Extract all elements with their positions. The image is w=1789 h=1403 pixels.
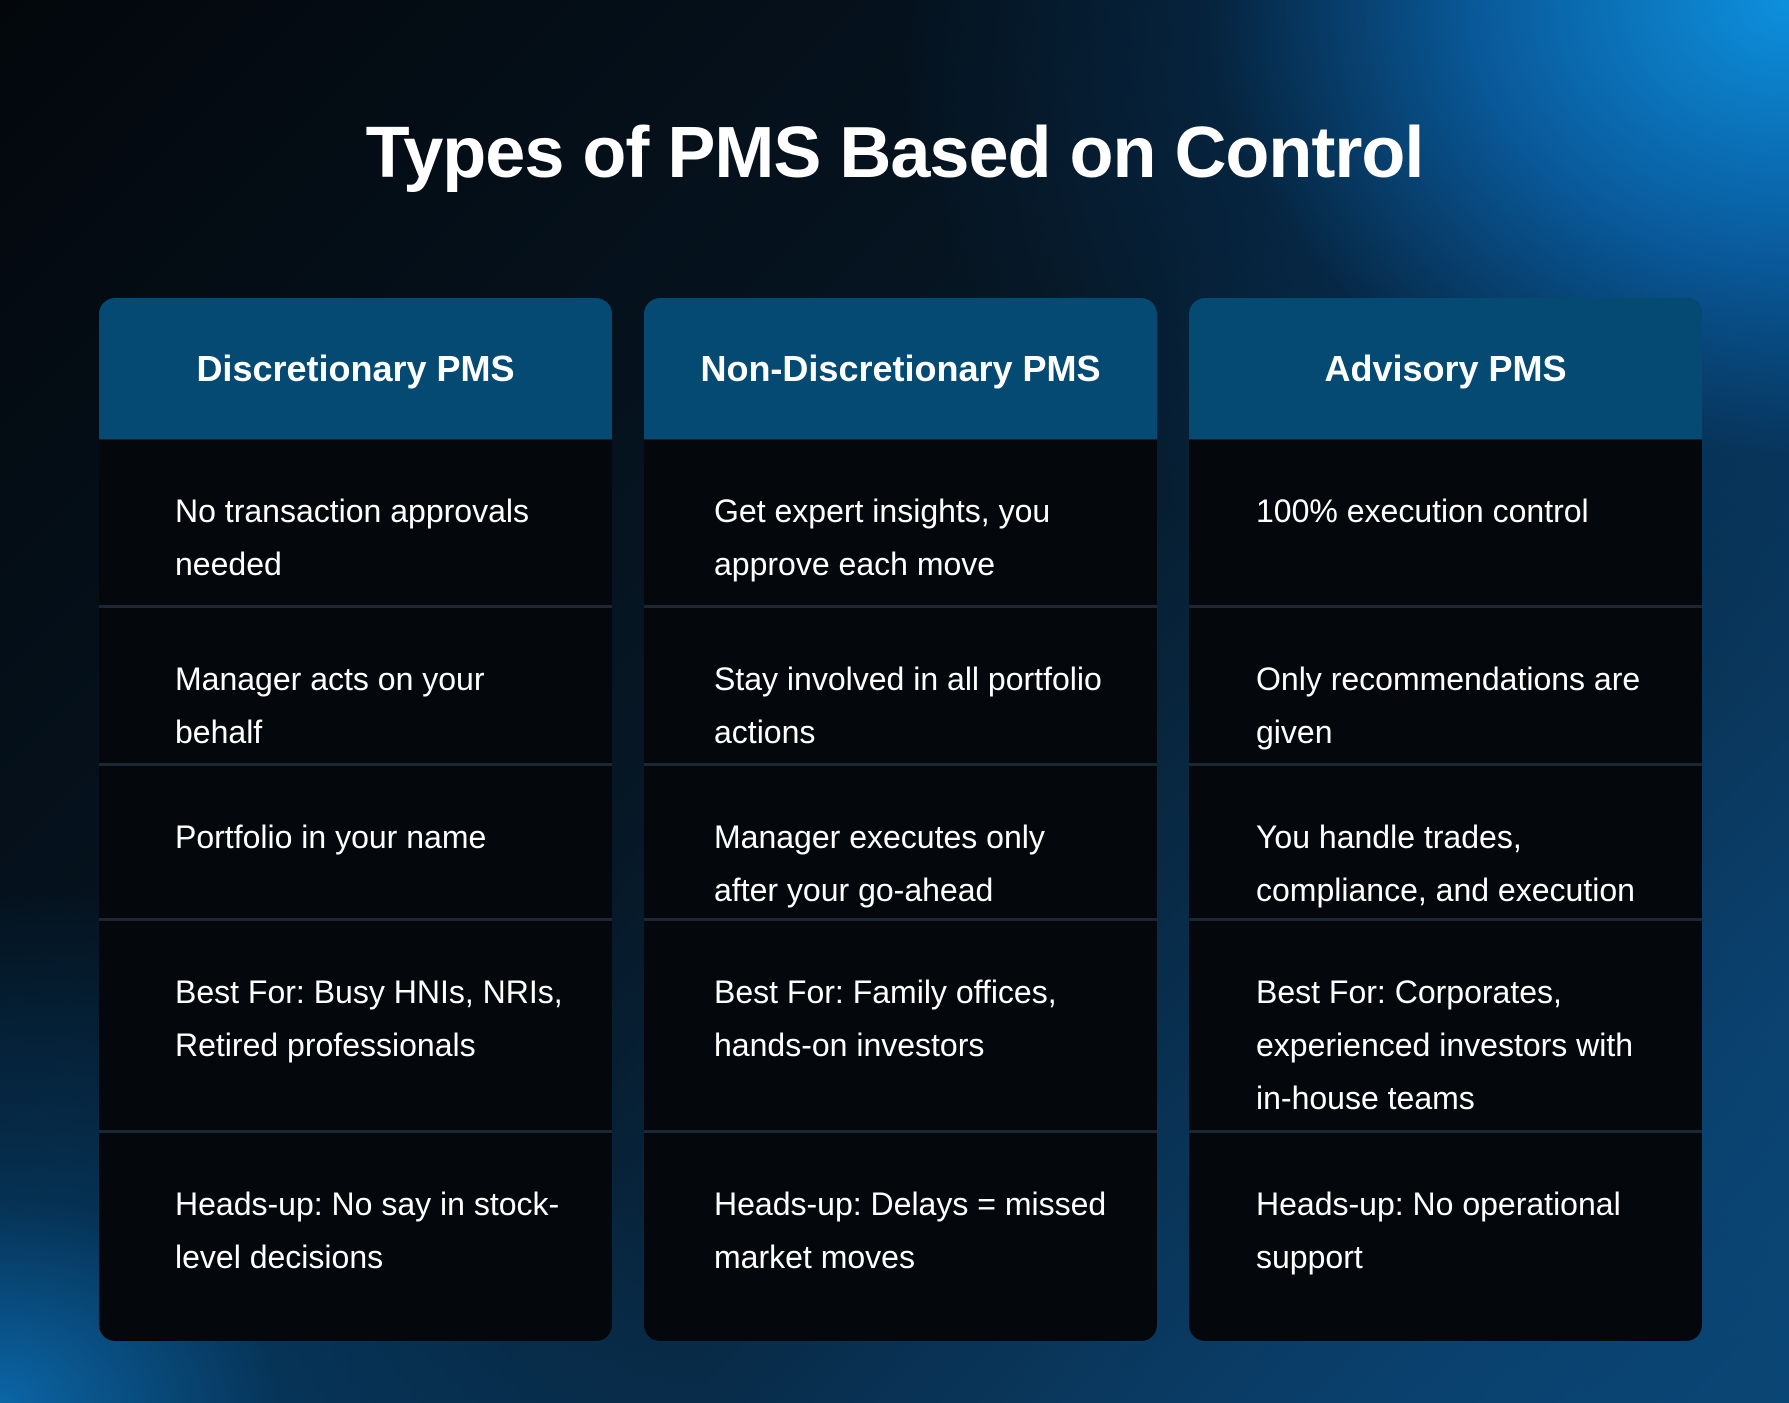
- table-cell-best-for: Best For: Busy HNIs, NRIs, Retired profe…: [99, 921, 612, 1133]
- comparison-table: Discretionary PMS No transaction approva…: [99, 298, 1702, 1341]
- column-header: Non-Discretionary PMS: [644, 298, 1157, 440]
- table-cell-best-for: Best For: Family offices, hands-on inves…: [644, 921, 1157, 1133]
- page-title: Types of PMS Based on Control: [365, 113, 1425, 193]
- table-cell: Manager executes only after your go-ahea…: [644, 766, 1157, 921]
- table-cell: Manager acts on your behalf: [99, 608, 612, 766]
- table-cell: Stay involved in all portfolio actions: [644, 608, 1157, 766]
- table-cell: Only recommendations are given: [1189, 608, 1702, 766]
- table-cell-best-for: Best For: Corporates, experienced invest…: [1189, 921, 1702, 1133]
- table-cell: You handle trades, compliance, and execu…: [1189, 766, 1702, 921]
- table-cell: Get expert insights, you approve each mo…: [644, 440, 1157, 608]
- table-cell-heads-up: Heads-up: No operational support: [1256, 1186, 1621, 1275]
- table-cell: No transaction approvals needed: [99, 440, 612, 608]
- table-cell: Portfolio in your name: [99, 766, 612, 921]
- table-cell: 100% execution control: [1189, 440, 1702, 608]
- table-cell-heads-up: Heads-up: No say in stock-level decision…: [175, 1186, 560, 1275]
- column-advisory: Advisory PMS 100% execution control Only…: [1189, 298, 1702, 1341]
- column-non-discretionary: Non-Discretionary PMS Get expert insight…: [644, 298, 1157, 1341]
- table-cell-heads-up: Heads-up: Delays = missed market moves: [714, 1186, 1107, 1275]
- column-header: Discretionary PMS: [99, 298, 612, 440]
- column-discretionary: Discretionary PMS No transaction approva…: [99, 298, 612, 1341]
- column-header: Advisory PMS: [1189, 298, 1702, 440]
